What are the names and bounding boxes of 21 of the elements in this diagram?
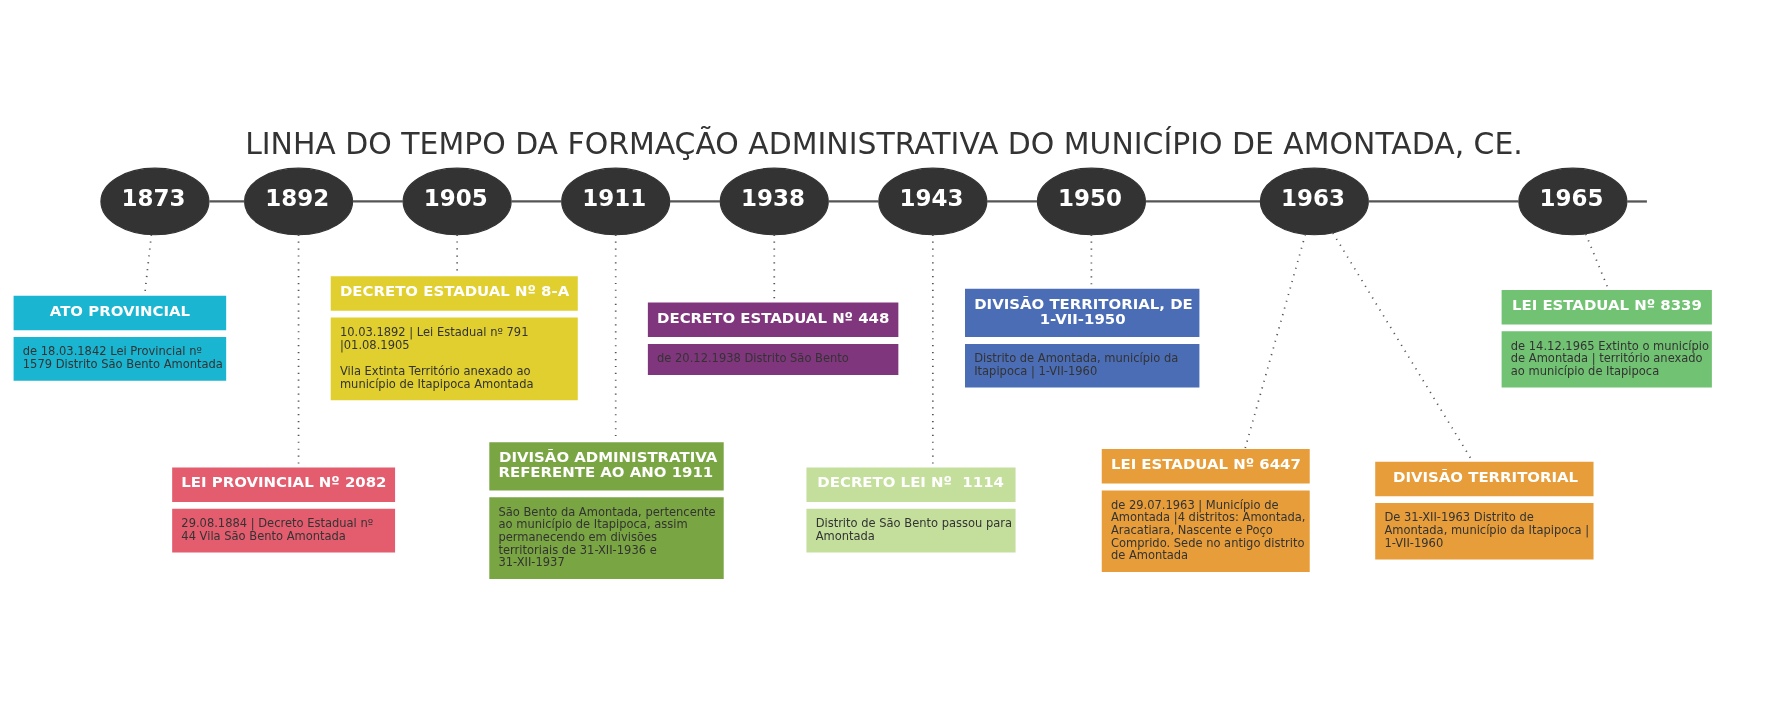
node-ellipse: 1911 [560, 167, 670, 236]
node-ellipse: 1963 [1259, 167, 1369, 236]
connector [1367, 200, 1519, 203]
connector [986, 200, 1037, 203]
connector [669, 200, 720, 203]
connector [827, 200, 879, 203]
connector [208, 200, 245, 203]
diagram-title: LINHA DO TEMPO DA FORMAÇÃO ADMINISTRATIVA DO MUNICÍPIO DE AMONTADA, CE. [244, 126, 1523, 162]
connector [352, 200, 403, 203]
node-ellipse: 1892 [243, 167, 353, 236]
connector [1584, 233, 1609, 290]
connector [510, 200, 561, 203]
connector [1145, 200, 1260, 203]
node-ellipse: 1873 [99, 167, 209, 236]
node-ellipse: 1943 [877, 167, 987, 236]
node-ellipse: 1938 [719, 167, 829, 236]
node-ellipse: 1965 [1517, 167, 1627, 236]
connector [1626, 200, 1647, 203]
node-ellipse: 1950 [1036, 167, 1146, 236]
node-ellipse: 1905 [402, 167, 512, 236]
connector [1243, 233, 1306, 450]
